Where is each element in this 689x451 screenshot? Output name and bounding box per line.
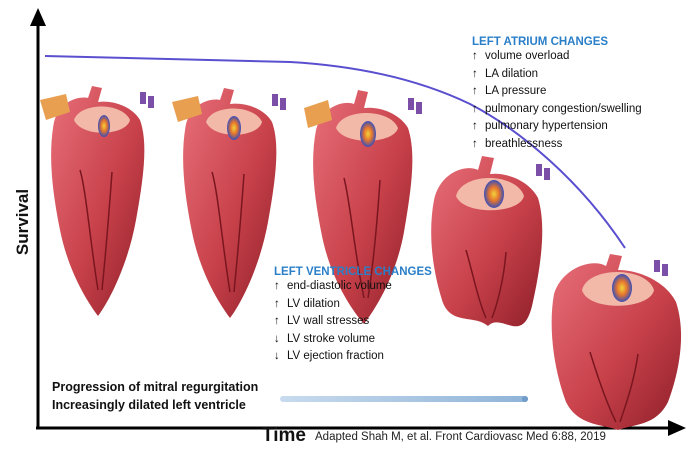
- left-atrium-item: ↑pulmonary hypertension: [472, 118, 642, 136]
- left-ventricle-item: ↑LV wall stresses: [274, 313, 432, 331]
- left-atrium-item-text: LA pressure: [485, 85, 546, 97]
- left-ventricle-panel: LEFT VENTRICLE CHANGES ↑end-diastolic vo…: [274, 266, 432, 366]
- left-atrium-item: ↑pulmonary congestion/swelling: [472, 101, 642, 119]
- left-ventricle-item: ↓LV ejection fraction: [274, 348, 432, 366]
- up-arrow-icon: ↑: [472, 48, 485, 66]
- left-atrium-panel: LEFT ATRIUM CHANGES ↑volume overload↑LA …: [472, 36, 642, 154]
- heart-illustration-1: [40, 86, 154, 316]
- heart-illustration-5: [552, 254, 681, 430]
- down-arrow-icon: ↓: [274, 331, 287, 349]
- heart-illustration-2: [172, 88, 286, 318]
- x-axis-arrowhead: [668, 420, 686, 436]
- up-arrow-icon: ↑: [472, 101, 485, 119]
- y-axis-arrowhead: [30, 8, 46, 26]
- left-atrium-item: ↑LA pressure: [472, 83, 642, 101]
- up-arrow-icon: ↑: [472, 83, 485, 101]
- left-atrium-list: ↑volume overload↑LA dilation↑LA pressure…: [472, 48, 642, 154]
- progression-bar: [280, 396, 528, 402]
- source-note: Adapted Shah M, et al. Front Cardiovasc …: [315, 431, 606, 443]
- progression-label-1: Progression of mitral regurgitation: [52, 380, 258, 394]
- left-ventricle-item-text: end-diastolic volume: [287, 280, 392, 292]
- progression-label-2: Increasingly dilated left ventricle: [52, 398, 246, 412]
- left-atrium-item-text: pulmonary congestion/swelling: [485, 103, 642, 115]
- x-axis-label: Time: [262, 425, 306, 447]
- left-atrium-item: ↑volume overload: [472, 48, 642, 66]
- heart-illustration-4: [431, 156, 550, 326]
- left-ventricle-title: LEFT VENTRICLE CHANGES: [274, 266, 432, 278]
- left-ventricle-item-text: LV wall stresses: [287, 315, 369, 327]
- up-arrow-icon: ↑: [274, 296, 287, 314]
- left-atrium-item-text: breathlessness: [485, 138, 562, 150]
- up-arrow-icon: ↑: [472, 66, 485, 84]
- up-arrow-icon: ↑: [274, 278, 287, 296]
- left-ventricle-item-text: LV dilation: [287, 298, 340, 310]
- y-axis-label: Survival: [13, 177, 33, 267]
- up-arrow-icon: ↑: [472, 136, 485, 154]
- left-atrium-item-text: LA dilation: [485, 68, 538, 80]
- left-ventricle-item: ↑end-diastolic volume: [274, 278, 432, 296]
- left-ventricle-list: ↑end-diastolic volume↑LV dilation↑LV wal…: [274, 278, 432, 366]
- left-atrium-item: ↑LA dilation: [472, 66, 642, 84]
- left-atrium-item-text: volume overload: [485, 50, 569, 62]
- left-atrium-item-text: pulmonary hypertension: [485, 120, 608, 132]
- up-arrow-icon: ↑: [274, 313, 287, 331]
- down-arrow-icon: ↓: [274, 348, 287, 366]
- up-arrow-icon: ↑: [472, 118, 485, 136]
- left-ventricle-item: ↓LV stroke volume: [274, 331, 432, 349]
- left-ventricle-item-text: LV stroke volume: [287, 333, 375, 345]
- left-ventricle-item-text: LV ejection fraction: [287, 350, 384, 362]
- left-ventricle-item: ↑LV dilation: [274, 296, 432, 314]
- left-atrium-item: ↑breathlessness: [472, 136, 642, 154]
- left-atrium-title: LEFT ATRIUM CHANGES: [472, 36, 642, 48]
